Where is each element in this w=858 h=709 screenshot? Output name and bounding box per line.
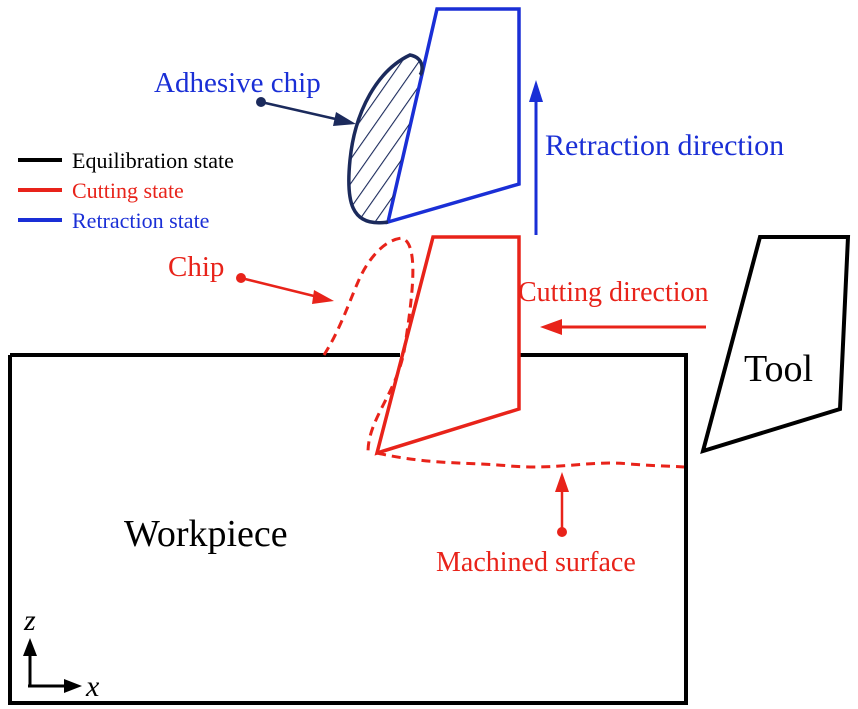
- legend-label-retraction: Retraction state: [72, 208, 209, 233]
- chip-label: Chip: [168, 251, 224, 283]
- x-axis-label: x: [85, 670, 100, 703]
- chip-pointer: [236, 273, 334, 304]
- z-axis-label: z: [23, 604, 36, 637]
- tool-cutting-outline: [374, 235, 521, 456]
- adhesive-chip-outline: [347, 53, 424, 225]
- tool-equilibration-outline: [700, 235, 851, 454]
- workpiece: [8, 353, 688, 705]
- tool-label: Tool: [744, 348, 813, 390]
- machined-surface-pointer: [555, 472, 569, 537]
- retraction-arrow: [529, 80, 543, 235]
- workpiece-outline: [8, 353, 688, 705]
- adhesive-chip-label: Adhesive chip: [154, 67, 321, 99]
- machined-surface-dashed-line: [376, 451, 685, 469]
- retraction-direction-label: Retraction direction: [545, 129, 784, 162]
- legend-label-cutting: Cutting state: [72, 178, 184, 203]
- chip-dashed-outline: [322, 236, 415, 453]
- machined-surface-label: Machined surface: [436, 547, 636, 578]
- legend: Equilibration state Cutting state Retrac…: [18, 148, 234, 233]
- tool-retraction-outline: [385, 7, 521, 225]
- adhesive-chip-pointer: [256, 97, 356, 126]
- cutting-direction-label: Cutting direction: [518, 277, 709, 308]
- workpiece-label: Workpiece: [124, 513, 288, 555]
- axis-indicator: [23, 638, 82, 693]
- cutting-direction-arrow: [540, 319, 706, 335]
- legend-label-equilibration: Equilibration state: [72, 148, 234, 173]
